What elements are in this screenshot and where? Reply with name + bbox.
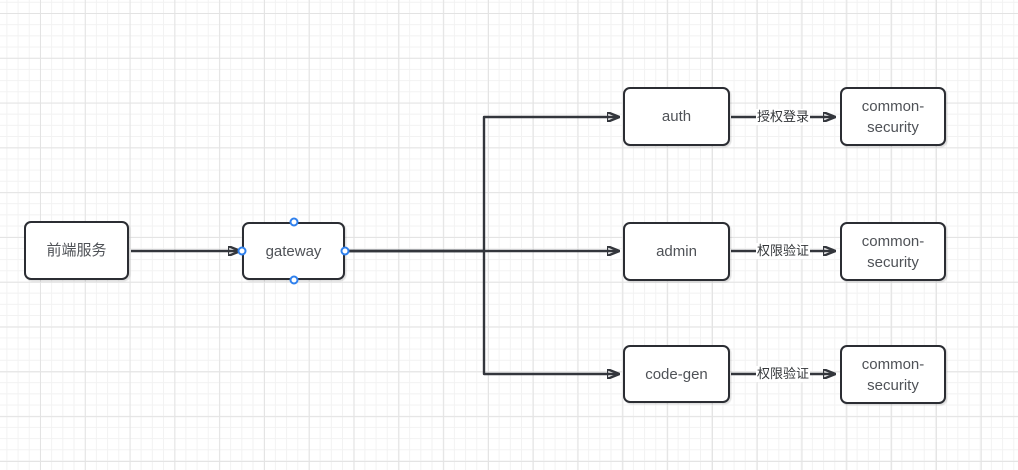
edge-label-auth-common-security[interactable]: 授权登录 [755, 109, 811, 125]
node-frontend-service[interactable]: 前端服务 [24, 221, 129, 280]
node-code-gen-label: code-gen [645, 365, 708, 383]
node-common-security-1-label: common-security [861, 97, 925, 136]
node-common-security-2-label: common-security [861, 232, 925, 271]
node-auth-label: auth [661, 108, 692, 125]
node-frontend-service-label: 前端服务 [46, 242, 107, 259]
edge-label-code-gen-common-security[interactable]: 权限验证 [755, 366, 811, 382]
connection-point-right[interactable] [340, 246, 350, 256]
node-gateway-label: gateway [265, 242, 322, 260]
node-admin-label: admin [656, 243, 697, 260]
edge-label-admin-common-security[interactable]: 权限验证 [755, 243, 811, 259]
node-common-security-1[interactable]: common-security [840, 87, 946, 146]
connection-point-bottom[interactable] [289, 275, 298, 285]
connection-point-top[interactable] [289, 217, 298, 227]
node-auth[interactable]: auth [623, 87, 730, 146]
node-common-security-3[interactable]: common-security [840, 345, 946, 404]
node-gateway[interactable]: gateway [237, 217, 350, 285]
node-common-security-3-label: common-security [861, 355, 925, 394]
edge-gateway-auth[interactable] [347, 117, 619, 253]
edge-gateway-code-gen[interactable] [347, 249, 619, 374]
connection-point-left[interactable] [237, 246, 247, 256]
node-common-security-2[interactable]: common-security [840, 222, 946, 281]
node-admin[interactable]: admin [623, 222, 730, 281]
node-code-gen[interactable]: code-gen [623, 345, 730, 403]
